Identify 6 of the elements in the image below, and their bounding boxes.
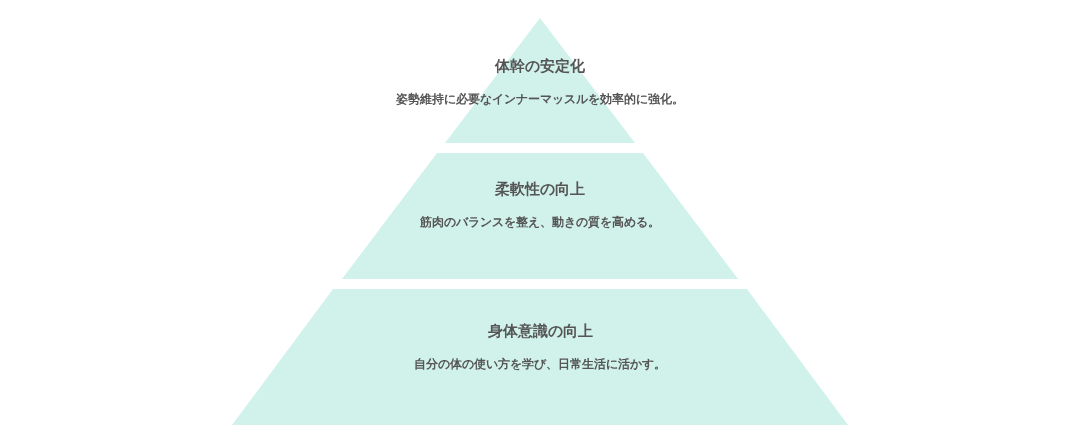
- tier-description: 自分の体の使い方を学び、日常生活に活かす。: [414, 356, 666, 373]
- tier-description: 筋肉のバランスを整え、動きの質を高める。: [420, 214, 660, 231]
- tier-heading: 身体意識の向上: [487, 322, 593, 341]
- tier-heading: 体幹の安定化: [495, 57, 585, 76]
- tier-description: 姿勢維持に必要なインナーマッスルを効率的に強化。: [396, 91, 684, 108]
- tier-heading: 柔軟性の向上: [495, 180, 585, 199]
